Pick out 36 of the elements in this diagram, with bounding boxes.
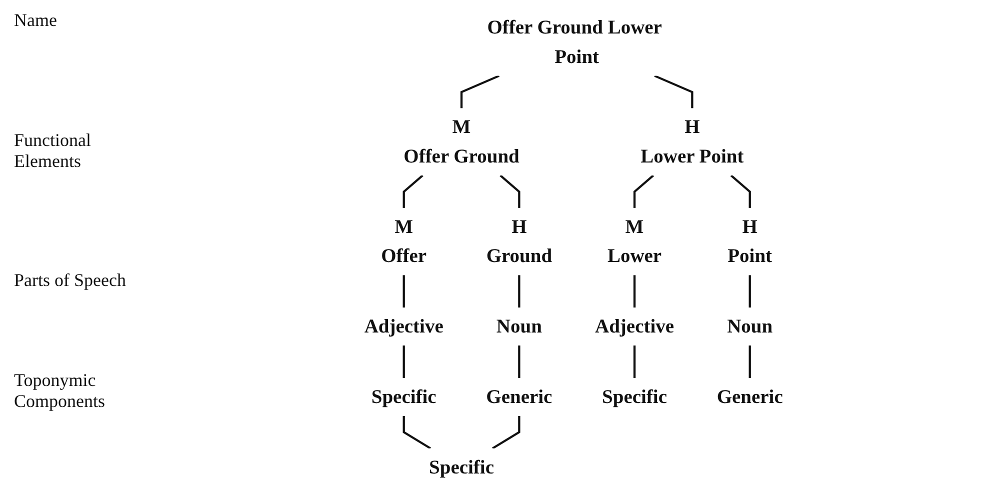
node-text: Generic [716,386,783,408]
connector [460,74,500,108]
node-text: Specific [371,386,436,408]
connector [633,174,654,208]
row-heading: Parts of Speech [14,270,127,291]
connector [633,275,636,308]
row-heading: Name [14,10,58,31]
connector [748,275,751,308]
connector [402,275,405,308]
node-text: M Lower [607,216,662,266]
node-text: Specific [428,456,494,478]
node-text: Noun [726,315,773,337]
node-text: Adjective [364,315,444,337]
connector [518,275,520,308]
node-text: Offer Ground Lower Point [487,16,662,68]
row-heading: Functional Elements [14,130,92,172]
node-text: M Offer [381,216,426,266]
node-text: H Point [728,216,772,266]
connector [402,416,431,450]
row-heading: Toponymic Components [14,370,106,412]
connector [500,174,520,208]
node-text: Generic [486,386,552,408]
connector [518,346,520,378]
connector [748,346,751,378]
connector [402,174,424,208]
node-text: Adjective [594,315,674,337]
connector [730,174,751,208]
node-text: Specific [602,386,667,408]
connector [633,346,636,378]
node-text: H Ground [486,216,552,266]
node-text: Noun [496,315,542,337]
connector [402,346,405,378]
connector [654,74,694,108]
node-text: M Offer Ground [404,116,520,167]
connector [492,416,520,450]
node-text: H Lower Point [640,116,744,167]
